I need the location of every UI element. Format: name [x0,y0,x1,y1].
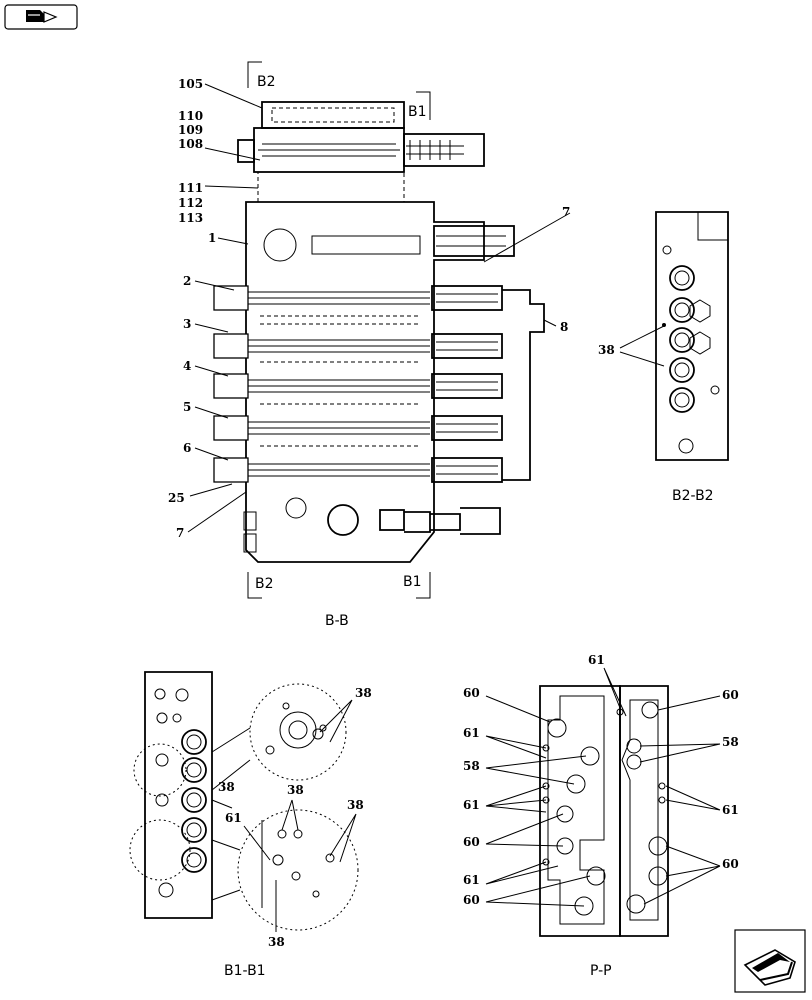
top-cap [261,101,405,129]
callout-2: 2 [183,274,191,288]
callout-60-pp-top-left: 60 [463,686,480,700]
callout-38-b2: 38 [598,343,615,357]
callout-38-body: 38 [218,780,235,794]
callout-38-detail-right: 38 [347,798,364,812]
callout-61-b1: 61 [225,811,242,825]
b2b2-body [655,211,729,461]
view-bb: B2 B1 B2 B1 [168,61,570,629]
top-solenoid [403,133,485,167]
pp-right-plate [619,685,669,937]
callout-110: 110 [178,109,203,123]
callout-25: 25 [168,491,185,505]
callout-7-bottom: 7 [176,526,184,540]
callout-60-pp-right: 60 [722,857,739,871]
callout-60-pp-left: 60 [463,835,480,849]
book-arrow-icon [26,10,58,23]
callout-60-pp-bottom-left: 60 [463,893,480,907]
callout-3: 3 [183,317,191,331]
back-button[interactable] [4,4,78,30]
callout-61-pp-right: 61 [722,803,739,817]
callout-38-detail-bottom: 38 [268,935,285,949]
callout-4: 4 [183,359,191,373]
cut-label-b2-bottom: B2 [255,576,274,592]
callout-8: 8 [560,320,568,334]
callout-108: 108 [178,137,203,151]
cut-label-b1-top: B1 [408,104,427,120]
callout-113: 113 [178,211,203,225]
valve-body [245,201,485,563]
view-b1b1: 38 38 38 38 38 61 B1-B1 [129,671,372,979]
view-b2b2: 38 B2-B2 [598,211,729,504]
callout-7-top: 7 [562,205,570,219]
callout-6: 6 [183,441,191,455]
section-label-bb: B-B [325,613,349,629]
section-label-pp: P-P [590,963,612,979]
callout-60-pp-top-right: 60 [722,688,739,702]
cut-label-b2-top: B2 [257,74,276,90]
view-pp: 61 60 60 61 58 58 61 61 60 60 61 60 P-P [463,653,739,979]
next-page-button[interactable] [734,929,806,993]
cut-marker-b1-bottom: B1 [403,572,431,599]
callout-1: 1 [208,231,216,245]
callout-105: 105 [178,77,203,91]
next-page-arrow-icon [743,949,796,986]
callout-38-detail-mid: 38 [287,783,304,797]
callout-61-pp-top: 61 [588,653,605,667]
cut-marker-b2-top: B2 [247,61,276,90]
callout-61-pp-left-3: 61 [463,873,480,887]
section-label-b1b1: B1-B1 [224,963,266,979]
callout-112: 112 [178,196,203,210]
callout-58-pp-left: 58 [463,759,480,773]
cut-marker-b1-top: B1 [408,91,431,120]
callout-111: 111 [178,181,203,195]
callout-38-detail-top: 38 [355,686,372,700]
callout-109: 109 [178,123,203,137]
callout-61-pp-left-2: 61 [463,798,480,812]
callout-5: 5 [183,400,191,414]
cut-label-b1-bottom: B1 [403,574,422,590]
callout-58-pp-right: 58 [722,735,739,749]
callout-61-pp-left-1: 61 [463,726,480,740]
cut-marker-b2-bottom: B2 [247,572,274,599]
section-label-b2b2: B2-B2 [672,488,714,504]
spool-rows [213,285,545,483]
b1b1-body [144,671,213,919]
